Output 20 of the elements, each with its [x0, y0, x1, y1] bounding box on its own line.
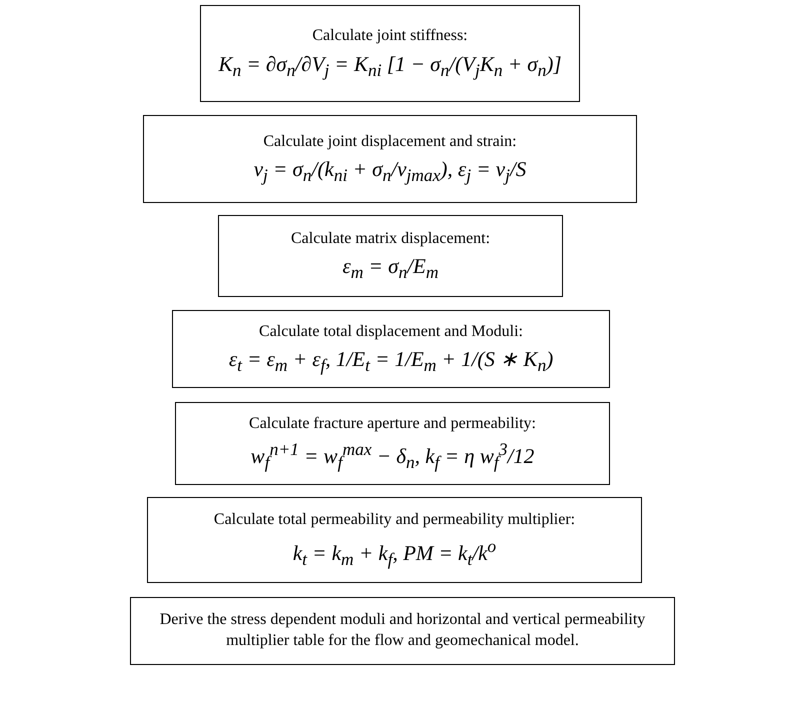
- step-heading: Calculate joint displacement and strain:: [263, 132, 517, 151]
- process-box: [172, 310, 610, 388]
- formula: w$_{f}$$^{n+1}$ = w$_{f}$$^{max}$ − δ$_{n}$, k$_{f}$ = η w$_{f}$$^{3}$/12: [250, 439, 534, 474]
- step-heading: Calculate total permeability and permeability multiplier:: [214, 510, 576, 530]
- step-heading: Calculate total displacement and Moduli:: [259, 322, 523, 341]
- process-box: [218, 215, 563, 297]
- formula: v$_{j}$ = σ$_{n}$/(k$_{ni}$ + σ$_{n}$/v$_{jmax}$), ε$_{j}$ = v$_{j}$/S: [254, 157, 526, 186]
- process-box: [200, 5, 580, 102]
- process-box: [175, 402, 610, 485]
- formula: ε$_{m}$ = σ$_{n}$/E$_{m}$: [342, 254, 438, 284]
- step-heading: Calculate fracture aperture and permeability:: [249, 414, 536, 433]
- process-box: [147, 497, 642, 583]
- step-text: Derive the stress dependent moduli and horizontal and vertical permeability multiplier table for the flow and geomechanical model.: [158, 610, 646, 651]
- process-box: [130, 597, 675, 665]
- formula: k$_{t}$ = k$_{m}$ + k$_{f}$, PM = k$_{t}$/k$^{o}$: [292, 536, 496, 570]
- step-heading: Calculate joint stiffness:: [312, 26, 468, 46]
- formula: ε$_{t}$ = ε$_{m}$ + ε$_{f}$, 1/E$_{t}$ = 1/E$_{m}$ + 1/(S ∗ K$_{n}$): [228, 347, 554, 376]
- process-box: [143, 115, 637, 203]
- step-heading: Calculate matrix displacement:: [290, 228, 490, 248]
- formula: K$_{n}$ = ∂σ$_{n}$/∂V$_{j}$ = K$_{ni}$ [1 − σ$_{n}$/(V$_{j}$K$_{n}$ + σ$_{n}$)]: [218, 52, 562, 81]
